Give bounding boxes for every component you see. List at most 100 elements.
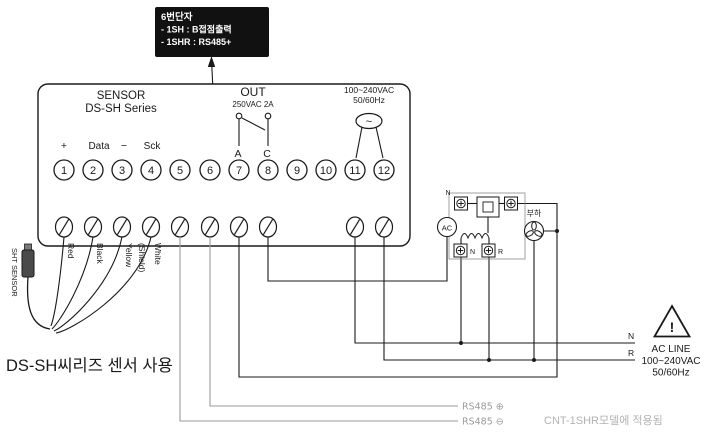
- load-circle: [523, 220, 545, 242]
- terminal-2: 2: [82, 159, 104, 181]
- power-rating-line1: 100~240VAC: [344, 85, 394, 95]
- rs485-plus-label: RS485 ⊕: [462, 402, 504, 413]
- label-plus: +: [61, 140, 67, 152]
- sensor-subtitle: DS-SH Series: [85, 103, 157, 115]
- out-label: OUT: [240, 85, 266, 99]
- terminal-11: 11: [344, 159, 366, 181]
- screw-terminal-3: [112, 216, 132, 238]
- terminal-5-number: 5: [177, 165, 183, 177]
- terminal-4: 4: [140, 159, 162, 181]
- r-line-label: R: [628, 348, 634, 358]
- terminal-numbers: 1 2 3 4 5 6 7 8 9 10 11 12: [53, 159, 395, 181]
- relay-body: [476, 196, 500, 218]
- wire-color-labels: Red Black Yellow (Shield) White: [66, 243, 163, 272]
- rs485-minus-wire: [179, 237, 458, 422]
- terminal-7: 7: [228, 159, 250, 181]
- terminal-9: 9: [286, 159, 308, 181]
- ac-indicator: [436, 216, 458, 238]
- warning-exclamation: !: [670, 319, 675, 335]
- module-screw-bottom-r: [481, 243, 496, 258]
- sht-sensor-label: SHT SENSOR: [10, 248, 19, 297]
- terminal-1: 1: [53, 159, 75, 181]
- wire-label-shield: (Shield): [137, 243, 147, 272]
- ac-wave-glyph: ~: [366, 116, 372, 128]
- terminal-2-number: 2: [90, 165, 96, 177]
- screw-terminal-7: [229, 216, 249, 238]
- ac-line-title: AC LINE: [652, 344, 691, 355]
- fan-blades-icon: [525, 221, 543, 237]
- rs485-minus-label: RS485 ⊖: [462, 417, 504, 428]
- module-bottom-r-label: R: [498, 249, 503, 256]
- wire-label-red: Red: [66, 243, 76, 259]
- label-minus: −: [121, 140, 127, 152]
- ac-line-frequency: 50/60Hz: [652, 368, 689, 379]
- terminal-6-number: 6: [207, 165, 213, 177]
- n-line-label: N: [628, 331, 634, 341]
- terminal-6: 6: [199, 159, 221, 181]
- power-rating-line2: 50/60Hz: [353, 95, 385, 105]
- terminal-3-number: 3: [119, 165, 125, 177]
- label-a: A: [234, 148, 241, 160]
- terminal-12: 12: [373, 159, 395, 181]
- relay-contact-symbol: [235, 112, 272, 146]
- screw-terminal-1: [54, 216, 74, 238]
- wire-label-yellow: Yellow: [124, 243, 134, 268]
- terminal-12-number: 12: [378, 165, 390, 177]
- wire-label-white: White: [153, 243, 163, 265]
- terminal-block-outline: [37, 83, 411, 247]
- wire-n-line: [354, 237, 635, 344]
- junction-dot: [487, 358, 491, 362]
- terminal-9-number: 9: [294, 165, 300, 177]
- screw-terminal-6: [200, 216, 220, 238]
- junction-dot: [532, 358, 536, 362]
- screw-terminal-12: [374, 216, 394, 238]
- rs485-plus-wire: [209, 237, 458, 407]
- caption-ds-sh-series: DS-SH씨리즈 센서 사용: [6, 356, 173, 375]
- module-top-n-label: N: [445, 190, 450, 197]
- sensor-title: SENSOR: [97, 90, 146, 102]
- wire-load-feed: [518, 202, 558, 232]
- terminal-4-number: 4: [148, 165, 154, 177]
- screw-terminal-11: [345, 216, 365, 238]
- terminal-3: 3: [111, 159, 133, 181]
- warning-triangle-icon: !: [652, 304, 692, 338]
- rs485-model-note: CNT-1SHR모델에 적용됨: [544, 414, 663, 427]
- ac-source-symbol: ~: [355, 112, 384, 159]
- terminal-8-number: 8: [265, 165, 271, 177]
- label-data: Data: [88, 141, 110, 152]
- callout-arrow-icon: [207, 56, 216, 67]
- coil-symbol: [460, 233, 490, 240]
- module-screw-top-left: [454, 196, 468, 211]
- rs485-wiring: RS485 ⊕ RS485 ⊖ CNT-1SHR모델에 적용됨: [179, 237, 663, 428]
- load-label: 부하: [527, 208, 542, 218]
- junction-dot: [555, 229, 559, 233]
- sensor-cable: [26, 276, 51, 330]
- sht-sensor: SHT SENSOR: [10, 236, 152, 334]
- screw-terminal-2: [83, 216, 103, 238]
- sensor-probe-body: [21, 249, 35, 278]
- ac-line-info: N R ! AC LINE 100~240VAC 50/60Hz: [628, 304, 701, 379]
- screw-terminal-4: [141, 216, 161, 238]
- terminal-11-number: 11: [349, 165, 360, 177]
- wire-black: [51, 236, 94, 330]
- wire-red: [50, 236, 65, 327]
- module-screw-top-right: [504, 196, 518, 211]
- callout-box: [155, 7, 269, 57]
- callout-line1: - 1SH : B접점출력: [161, 24, 232, 35]
- ac-indicator-label: AC: [442, 224, 453, 233]
- callout-title: 6번단자: [161, 11, 193, 23]
- wire-contact-a: [238, 231, 558, 378]
- ac-line-voltage: 100~240VAC: [641, 356, 700, 367]
- screw-terminal-8: [258, 216, 278, 238]
- relay-body-inner: [482, 201, 494, 213]
- wire-white-shield: [55, 236, 152, 334]
- relay-module: N AC N R 부하: [436, 190, 545, 260]
- terminal-1-number: 1: [61, 165, 67, 177]
- callout-line2: - 1SHR : RS485+: [161, 37, 231, 47]
- terminal-10-number: 10: [320, 165, 332, 177]
- junction-dot: [459, 341, 463, 345]
- power-output-wiring: [238, 202, 635, 378]
- wire-label-black: Black: [95, 243, 105, 265]
